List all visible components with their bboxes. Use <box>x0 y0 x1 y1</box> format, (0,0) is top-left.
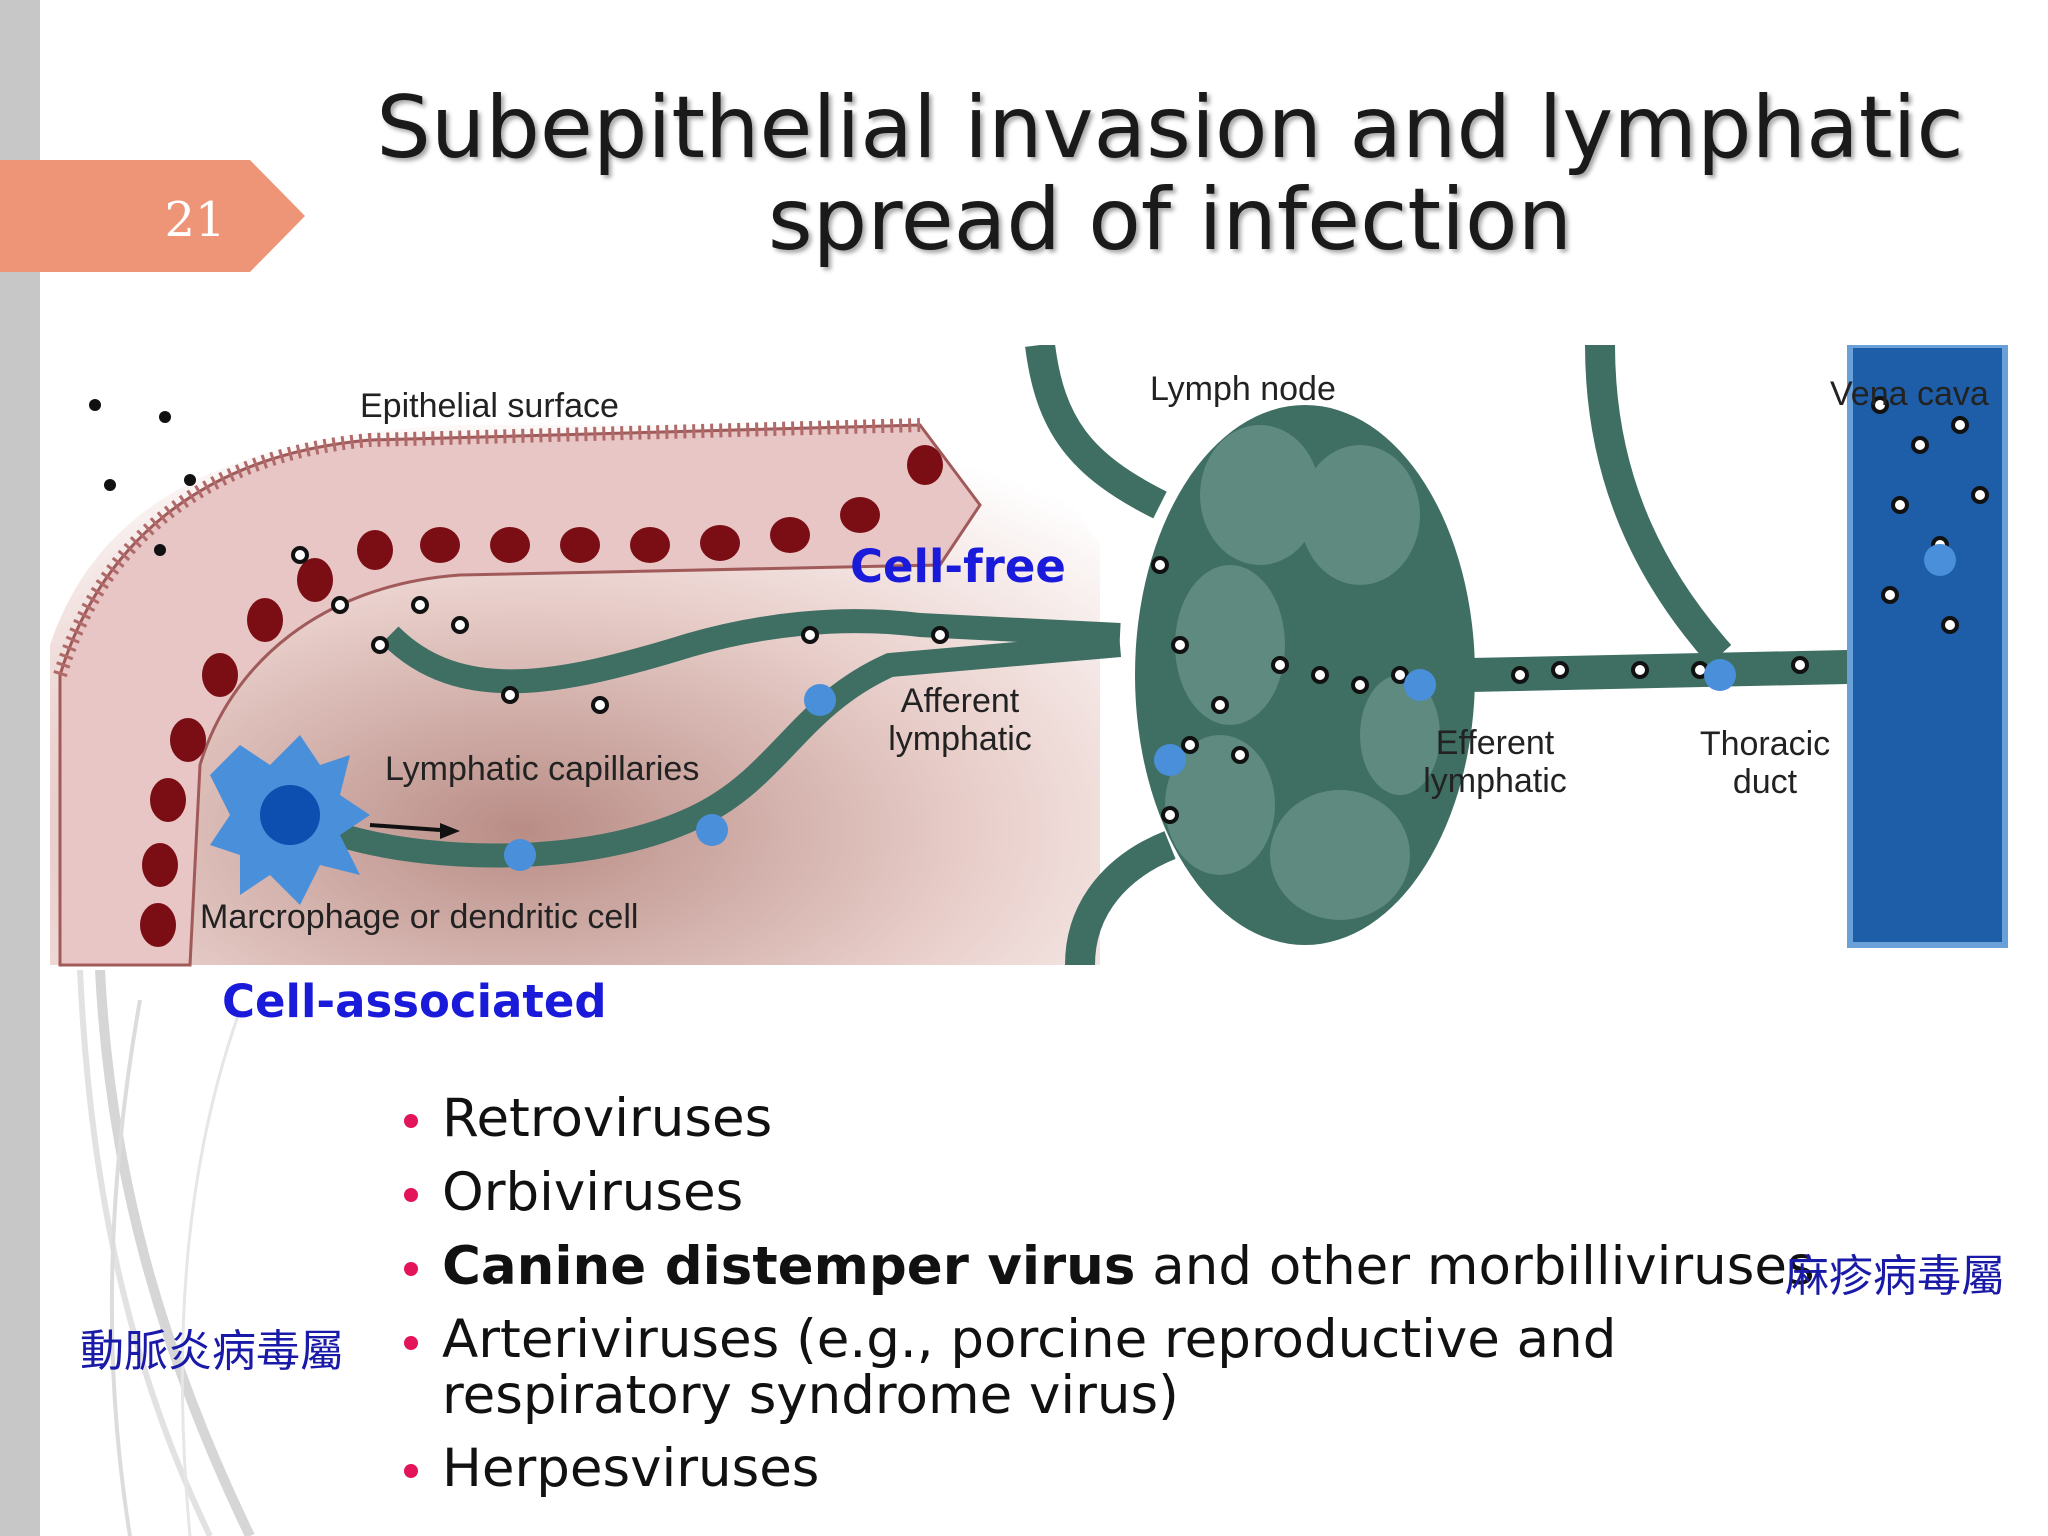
bullet-dot <box>404 1262 418 1276</box>
note-arterivirus-cn: 動脈炎病毒屬 <box>80 1326 344 1377</box>
infected-dendritic-cells <box>504 544 1956 871</box>
thoracic-duct-branch <box>1585 345 1732 665</box>
list-item: Herpesviruses <box>400 1440 2020 1498</box>
label-thoracic-duct: Thoracic duct <box>1680 725 1850 801</box>
afferent-vessel-bottom <box>1065 831 1176 966</box>
vena-cava <box>1847 345 2008 948</box>
decorative-swooshes <box>77 970 255 1536</box>
virus-particles <box>291 396 1989 824</box>
migration-arrow <box>369 823 441 832</box>
list-item-text: and other morbilliviruses <box>1135 1236 1815 1297</box>
efferent-line-1: Efferent <box>1435 724 1555 762</box>
cell-free-label: Cell-free <box>850 540 1066 593</box>
list-item-bold-text: Canine distemper virus <box>442 1236 1136 1297</box>
macrophage-cell <box>210 735 370 905</box>
cell-associated-label: Cell-associated <box>222 975 607 1028</box>
list-item-text: Retroviruses <box>442 1088 773 1149</box>
efferent-line-2: lymphatic <box>1423 762 1567 800</box>
title-line-2: spread of infection <box>767 170 1573 270</box>
list-item: Retroviruses <box>400 1090 2020 1148</box>
list-item-text-line-2: respiratory syndrome virus) <box>442 1365 1179 1426</box>
arrowhead <box>440 823 460 839</box>
virus-list: Retroviruses Orbiviruses Canine distempe… <box>400 1090 2020 1514</box>
label-vena-cava: Vena cava <box>1830 375 1989 413</box>
thoracic-line-2: duct <box>1732 763 1798 801</box>
free-particles <box>89 399 196 556</box>
label-afferent-lymphatic: Afferent lymphatic <box>870 682 1050 758</box>
epithelial-nuclei <box>140 445 943 947</box>
bullet-dot <box>404 1188 418 1202</box>
bullet-dot <box>404 1336 418 1350</box>
label-macrophage: Marcrophage or dendritic cell <box>200 898 639 936</box>
epithelial-layer <box>58 423 982 967</box>
label-efferent-lymphatic: Efferent lymphatic <box>1405 724 1585 800</box>
label-lymphatic-capillaries: Lymphatic capillaries <box>385 750 700 788</box>
bullet-dot <box>404 1464 418 1478</box>
bullet-dot <box>404 1114 418 1128</box>
afferent-line-2: lymphatic <box>888 720 1032 758</box>
list-item-text: Herpesviruses <box>442 1438 820 1499</box>
afferent-line-1: Afferent <box>900 682 1020 720</box>
slide-title: Subepithelial invasion and lymphatic spr… <box>320 82 2020 266</box>
note-morbillivirus-cn: 麻疹病毒屬 <box>1785 1251 2005 1302</box>
label-lymph-node: Lymph node <box>1150 370 1336 408</box>
afferent-vessel-top <box>1025 345 1167 519</box>
list-item: Orbiviruses <box>400 1164 2020 1222</box>
lymphatic-spread-diagram <box>50 345 2008 967</box>
lymphatic-capillary-upper <box>381 609 1121 694</box>
list-item: Arteriviruses (e.g., porcine reproductiv… <box>400 1312 2020 1424</box>
thoracic-line-1: Thoracic <box>1699 725 1831 763</box>
slide-number-tab <box>0 160 305 272</box>
title-line-1: Subepithelial invasion and lymphatic <box>376 78 1964 178</box>
lymph-node-follicles <box>1165 425 1440 920</box>
list-item-text: Orbiviruses <box>442 1162 744 1223</box>
label-epithelial-surface: Epithelial surface <box>360 387 619 425</box>
slide-number: 21 <box>164 192 226 248</box>
list-item: Canine distemper virus and other morbill… <box>400 1238 2020 1296</box>
list-item-text-line-1: Arteriviruses (e.g., porcine reproductiv… <box>442 1309 1617 1370</box>
